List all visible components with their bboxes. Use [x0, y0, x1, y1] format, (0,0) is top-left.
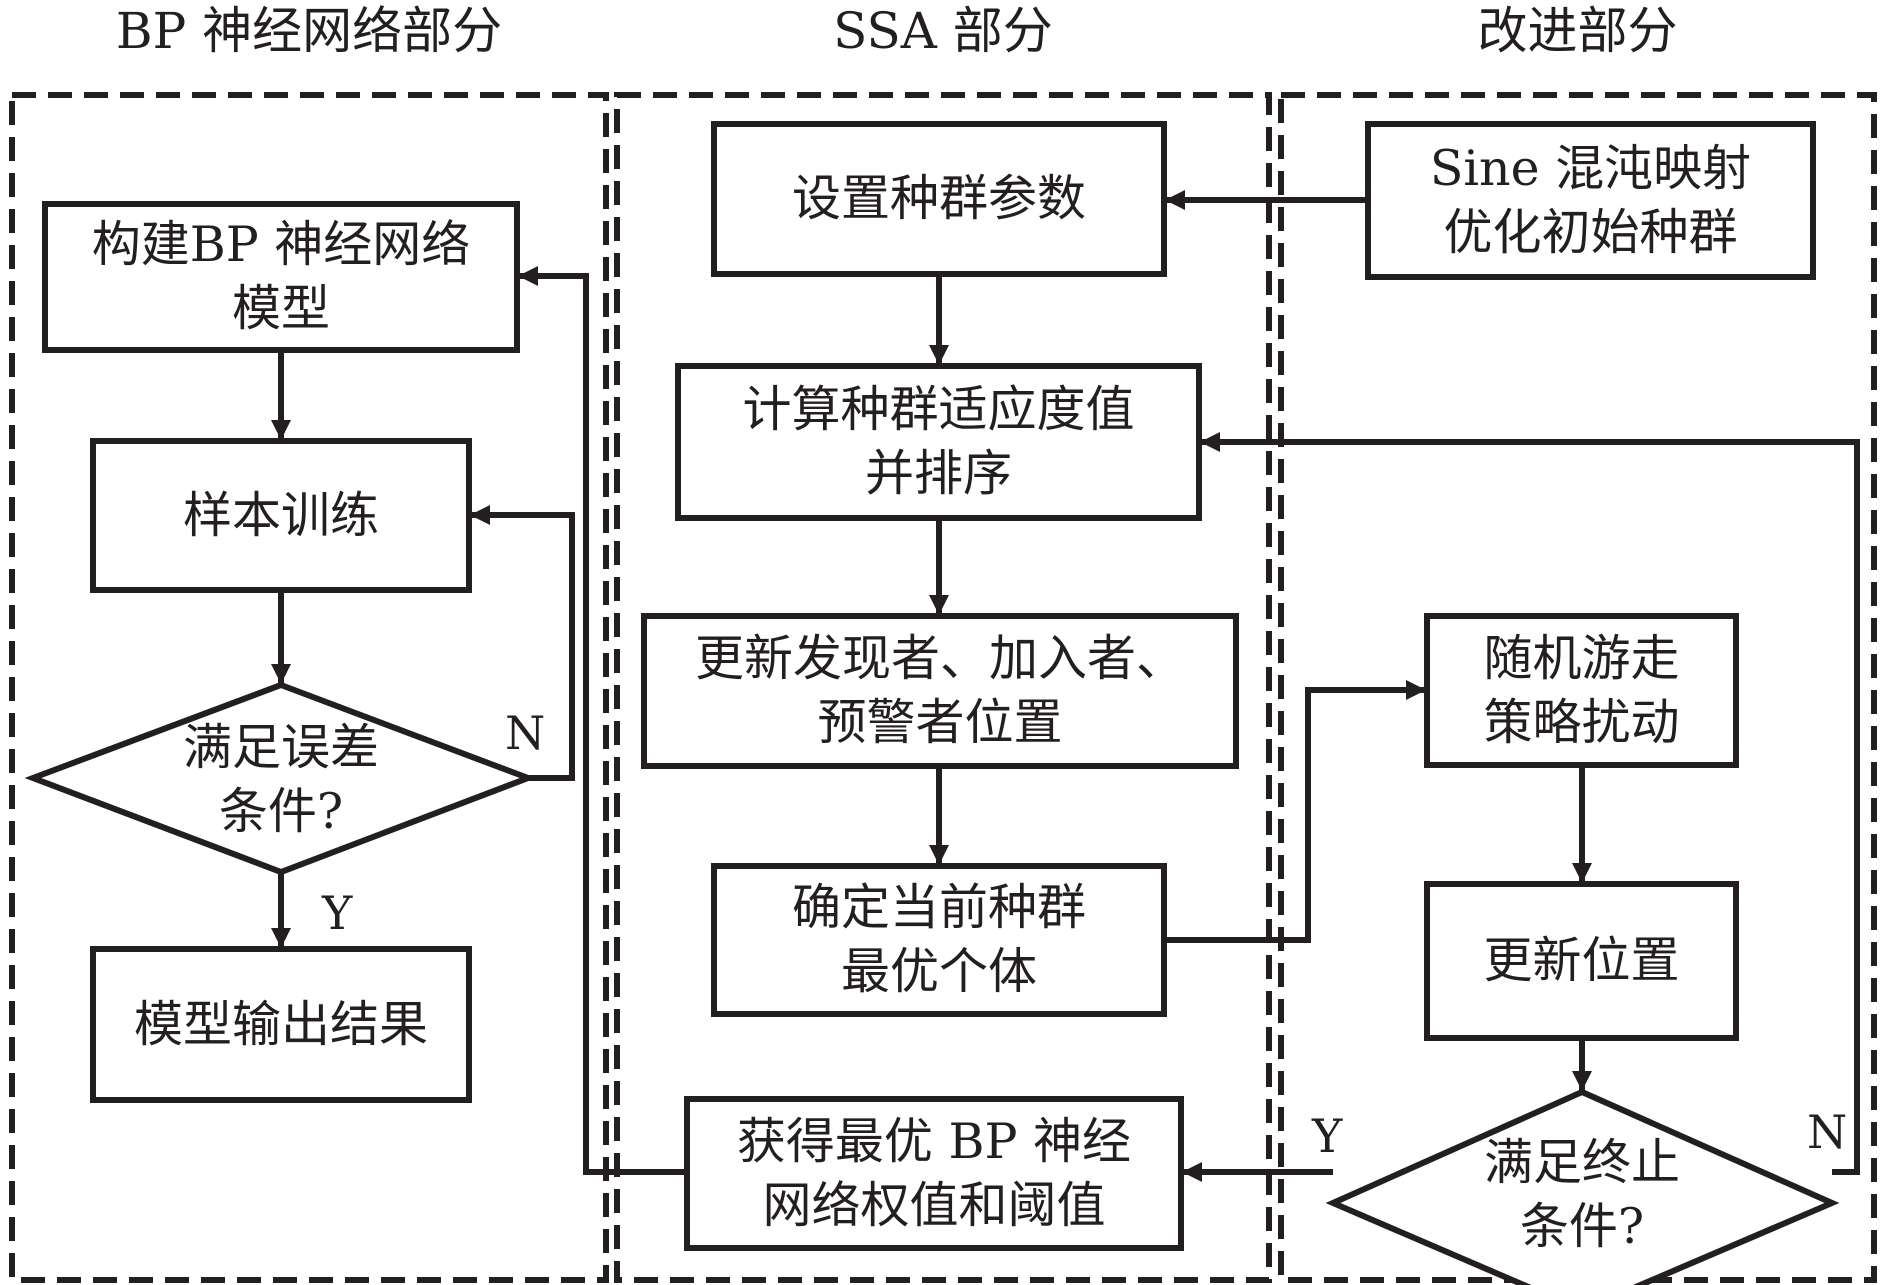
node-update-pos-text: 更新位置	[1483, 932, 1680, 989]
node-error-check-text: 满足误差 条件?	[182, 719, 379, 840]
node-get-best-bp-text: 获得最优 BP 神经 网络权值和阈值	[736, 1112, 1132, 1234]
node-random-walk-text: 随机游走 策略扰动	[1483, 629, 1680, 751]
node-set-params	[711, 121, 1167, 277]
panel-bp-title: BP 神经网络部分	[115, 2, 503, 60]
node-build-bp-text: 构建BP 神经网络 模型	[91, 216, 471, 337]
node-best-individual-text: 确定当前种群 最优个体	[791, 879, 1086, 1000]
node-stop-check	[1325, 1088, 1840, 1285]
node-calc-fitness-text: 计算种群适应度值 并排序	[742, 381, 1135, 502]
node-sample-train-text: 样本训练	[182, 486, 379, 544]
edge-bestbp-to-build	[518, 266, 687, 1175]
node-random-walk	[1424, 613, 1739, 768]
node-sine-chaos-text: Sine 混沌映射 优化初始种群	[1429, 139, 1752, 261]
panel-ssa-border	[614, 92, 1272, 1283]
node-update-roles	[641, 613, 1239, 769]
node-update-pos	[1424, 881, 1739, 1041]
node-set-params-text: 设置种群参数	[791, 170, 1086, 227]
edge-stop-no-loop	[1200, 432, 1860, 1175]
node-update-roles-text: 更新发现者、加入者、 预警者位置	[694, 630, 1185, 751]
label-stop-yes: Y	[1312, 1109, 1343, 1163]
node-build-bp	[42, 201, 520, 353]
node-model-output	[90, 946, 472, 1103]
node-calc-fitness	[675, 363, 1202, 521]
panel-ssa-title: SSA 部分	[833, 2, 1053, 60]
label-error-yes: Y	[322, 886, 353, 940]
node-model-output-text: 模型输出结果	[133, 995, 428, 1053]
edge-best-to-walk	[1164, 680, 1426, 943]
edge-check-no-loop	[470, 505, 575, 781]
panel-improve-title: 改进部分	[1477, 2, 1678, 60]
label-error-no: N	[505, 706, 546, 760]
panel-bp-border	[9, 92, 609, 1283]
label-stop-no: N	[1807, 1105, 1848, 1159]
node-sine-chaos	[1365, 121, 1816, 280]
node-sample-train	[90, 438, 472, 593]
node-stop-check-text: 满足终止 条件?	[1483, 1134, 1680, 1255]
